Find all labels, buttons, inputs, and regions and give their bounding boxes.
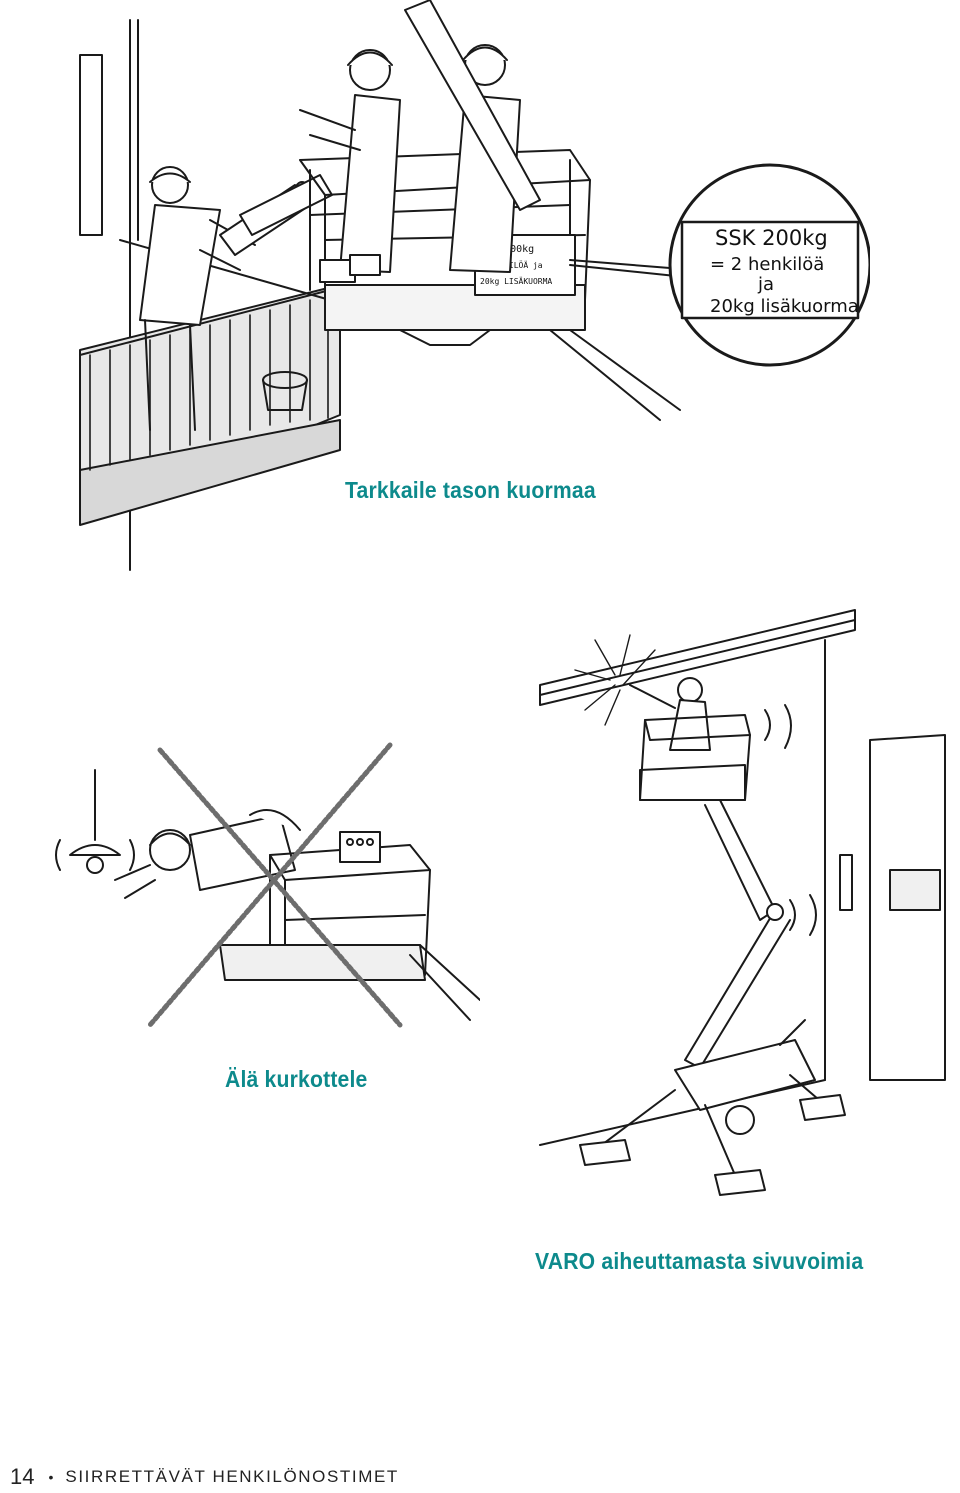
caption-side-forces: VARO aiheuttamasta sivuvoimia bbox=[535, 1248, 864, 1274]
illustration-platform-load: SSK 200kg =2HENKILÖÄ ja 20kg LISÄKUORMA … bbox=[70, 0, 870, 575]
page-footer: 14 • SIIRRETTÄVÄT HENKILÖNOSTIMET bbox=[10, 1463, 399, 1491]
sign-line3: ja bbox=[757, 274, 774, 295]
caption-reach: Älä kurkottele bbox=[225, 1066, 368, 1092]
sign-line2: = 2 henkilöä bbox=[710, 254, 824, 275]
document-title: SIIRRETTÄVÄT HENKILÖNOSTIMET bbox=[65, 1467, 399, 1486]
caption-load: Tarkkaile tason kuormaa bbox=[345, 477, 596, 503]
illustration-side-forces bbox=[535, 600, 955, 1200]
sign-line4: 20kg lisäkuorma bbox=[710, 296, 859, 317]
page-number: 14 bbox=[10, 1464, 35, 1489]
basket-sign-line3: 20kg LISÄKUORMA bbox=[480, 276, 552, 286]
footer-bullet: • bbox=[48, 1469, 54, 1485]
sign-line1: SSK 200kg bbox=[715, 226, 828, 250]
illustration-overreaching bbox=[40, 740, 480, 1040]
